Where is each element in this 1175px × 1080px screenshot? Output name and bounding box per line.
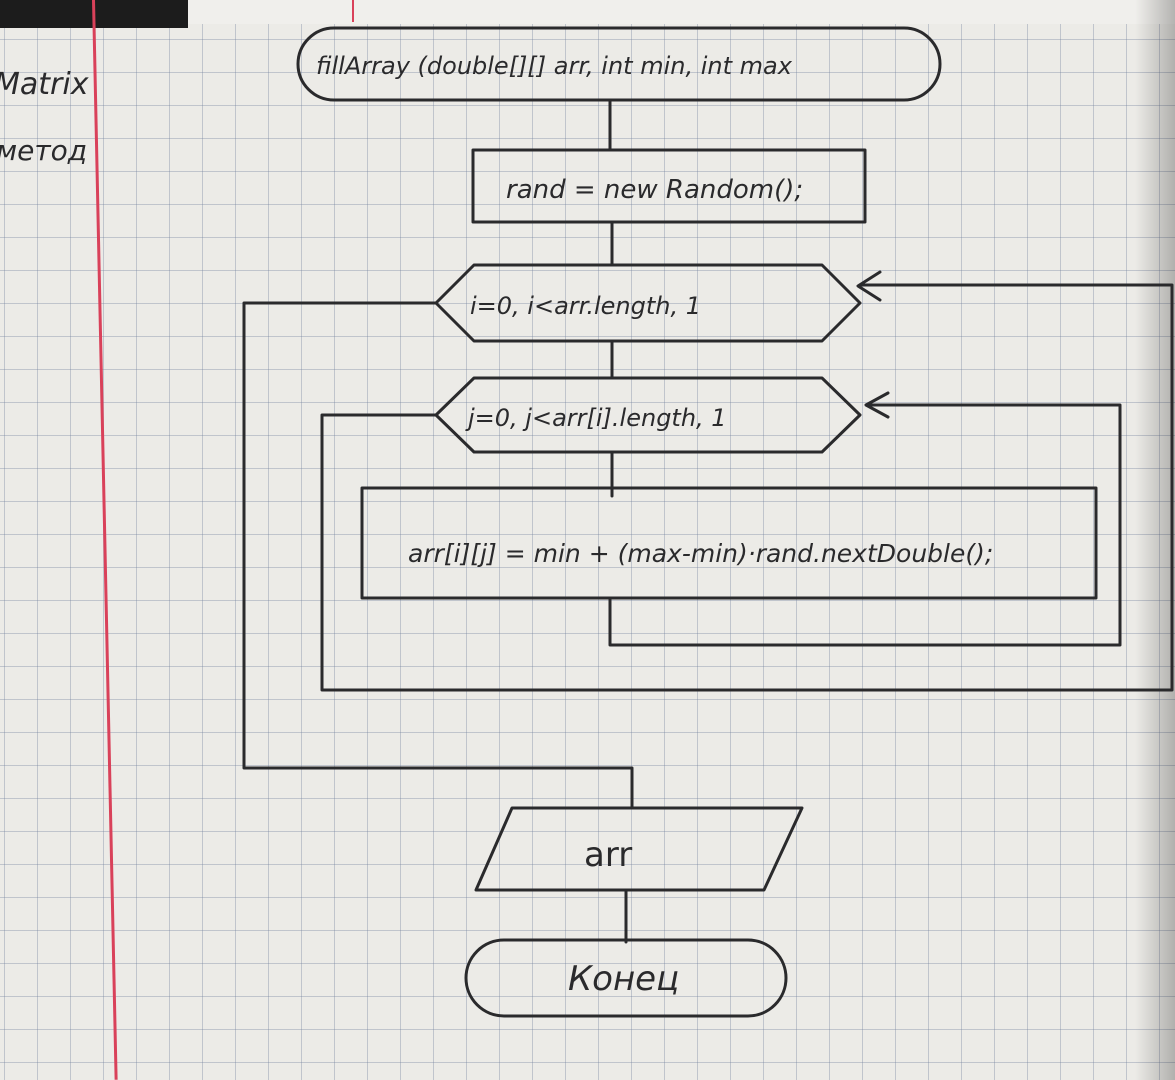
rand-label: rand = new Random();: [506, 175, 803, 205]
margin-note-method: метод: [0, 134, 87, 167]
inner-loop-return-arrow: [864, 391, 890, 419]
outer-loop-label: i=0, i<arr.length, 1: [470, 292, 701, 320]
end-label: Конец: [568, 959, 679, 999]
outer-loop-exit-line: [242, 301, 634, 810]
start-terminator: [296, 26, 942, 102]
red-margin-line-top: [352, 0, 354, 22]
page-edge-shadow: [1135, 0, 1175, 1080]
inner-loop-exit-line: [320, 283, 1174, 692]
inner-loop-label: j=0, j<arr[i].length, 1: [465, 404, 727, 432]
margin-note-matrix: Matrix: [0, 67, 89, 102]
inner-loop-return-line: [608, 403, 1122, 647]
end-terminator: [464, 938, 788, 1018]
start-label: fillArray (double[][] arr, int min, int …: [316, 52, 793, 80]
outer-loop-return-arrow: [856, 270, 882, 302]
cell-assign-label: arr[i][j] = min + (max-min)·rand.nextDou…: [408, 539, 993, 568]
cell-assign-box: [360, 486, 1098, 600]
rand-process-box: [471, 148, 867, 224]
output-parallelogram: [474, 806, 804, 892]
output-label: arr: [584, 835, 632, 875]
